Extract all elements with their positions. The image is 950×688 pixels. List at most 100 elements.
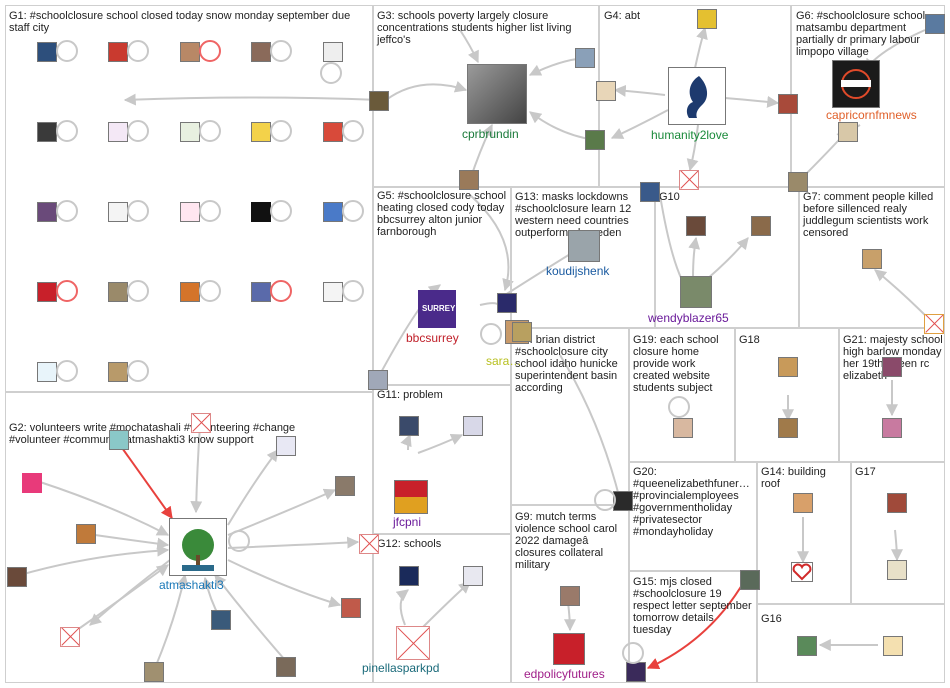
node-avatar[interactable] <box>276 436 296 456</box>
node-placeholder[interactable] <box>679 170 699 190</box>
node-avatar[interactable] <box>585 130 605 150</box>
node-avatar[interactable] <box>399 566 419 586</box>
node-avatar[interactable] <box>596 81 616 101</box>
node-avatar[interactable] <box>560 586 580 606</box>
node-avatar[interactable] <box>323 202 343 222</box>
group-label-g21: G21: majesty school high barlow monday h… <box>843 334 943 382</box>
node-avatar[interactable] <box>108 362 128 382</box>
self-loop <box>127 360 149 382</box>
node-avatar[interactable] <box>778 418 798 438</box>
node-avatar-wendyblazer65[interactable] <box>680 276 712 308</box>
node-avatar[interactable] <box>251 42 271 62</box>
node-avatar-koudijshenk[interactable] <box>568 230 600 262</box>
node-avatar[interactable] <box>251 282 271 302</box>
node-avatar[interactable] <box>838 122 858 142</box>
node-avatar[interactable] <box>751 216 771 236</box>
node-avatar[interactable] <box>778 94 798 114</box>
node-avatar[interactable] <box>108 42 128 62</box>
node-avatar[interactable] <box>323 42 343 62</box>
node-avatar[interactable] <box>673 418 693 438</box>
node-placeholder[interactable] <box>359 534 379 554</box>
node-avatar[interactable] <box>887 560 907 580</box>
node-avatar[interactable] <box>341 598 361 618</box>
node-placeholder[interactable] <box>191 413 211 433</box>
node-avatar[interactable] <box>37 122 57 142</box>
node-avatar-capricornfmnews[interactable] <box>832 60 880 108</box>
node-avatar[interactable] <box>180 202 200 222</box>
node-avatar[interactable] <box>882 418 902 438</box>
node-avatar[interactable] <box>686 216 706 236</box>
node-avatar[interactable] <box>512 322 532 342</box>
node-avatar[interactable] <box>369 91 389 111</box>
self-loop <box>270 280 292 302</box>
node-placeholder[interactable] <box>60 627 80 647</box>
node-avatar[interactable] <box>335 476 355 496</box>
node-avatar[interactable] <box>37 362 57 382</box>
node-avatar[interactable] <box>37 282 57 302</box>
node-avatar[interactable] <box>211 610 231 630</box>
node-avatar-bbcsurrey[interactable]: SURREY <box>418 290 456 328</box>
node-avatar[interactable] <box>180 282 200 302</box>
node-avatar[interactable] <box>575 48 595 68</box>
node-avatar[interactable] <box>399 416 419 436</box>
node-avatar[interactable] <box>180 122 200 142</box>
node-avatar[interactable] <box>109 430 129 450</box>
heart-icon <box>792 563 812 581</box>
node-avatar[interactable] <box>626 662 646 682</box>
node-avatar[interactable] <box>7 567 27 587</box>
node-avatar[interactable] <box>887 493 907 513</box>
node-avatar[interactable] <box>323 282 343 302</box>
group-label-g20: G20: #queenelizabethfuner… #provincialem… <box>633 466 750 538</box>
node-avatar-edpolicyfutures[interactable] <box>553 633 585 665</box>
node-avatar[interactable] <box>640 182 660 202</box>
node-placeholder-pinellasparkpd[interactable] <box>396 626 430 660</box>
node-avatar[interactable] <box>882 357 902 377</box>
node-avatar[interactable] <box>144 662 164 682</box>
node-avatar-humanity2love[interactable] <box>668 67 726 125</box>
self-loop <box>668 396 690 418</box>
node-avatar[interactable] <box>740 570 760 590</box>
node-avatar-atmashakti3[interactable] <box>169 518 227 576</box>
node-avatar[interactable] <box>459 170 479 190</box>
group-label-g11: G11: problem <box>377 389 443 401</box>
node-label-sara: sara… <box>486 354 522 368</box>
node-label-humanity2love: humanity2love <box>651 128 729 142</box>
node-avatar[interactable] <box>76 524 96 544</box>
node-avatar-cprbrundin[interactable] <box>467 64 527 124</box>
node-avatar[interactable] <box>697 9 717 29</box>
node-avatar[interactable] <box>497 293 517 313</box>
node-avatar[interactable] <box>797 636 817 656</box>
node-avatar[interactable] <box>37 202 57 222</box>
node-avatar[interactable] <box>778 357 798 377</box>
node-avatar[interactable] <box>788 172 808 192</box>
node-placeholder[interactable] <box>924 314 944 334</box>
self-loop <box>320 62 342 84</box>
node-avatar[interactable] <box>251 202 271 222</box>
node-avatar[interactable] <box>108 202 128 222</box>
node-avatar[interactable] <box>793 493 813 513</box>
node-avatar[interactable] <box>368 370 388 390</box>
self-loop <box>228 530 250 552</box>
node-avatar[interactable] <box>276 657 296 677</box>
node-avatar[interactable] <box>613 491 633 511</box>
node-avatar[interactable] <box>323 122 343 142</box>
self-loop <box>342 120 364 142</box>
node-avatar[interactable] <box>22 473 42 493</box>
node-avatar[interactable] <box>108 122 128 142</box>
node-avatar[interactable] <box>108 282 128 302</box>
node-avatar[interactable] <box>862 249 882 269</box>
node-avatar[interactable] <box>463 416 483 436</box>
group-box-g20 <box>629 462 757 571</box>
node-avatar[interactable] <box>180 42 200 62</box>
node-avatar[interactable] <box>791 562 813 582</box>
node-avatar-jfcpni[interactable] <box>394 480 428 514</box>
node-avatar[interactable] <box>251 122 271 142</box>
node-avatar[interactable] <box>883 636 903 656</box>
node-avatar[interactable] <box>37 42 57 62</box>
node-label-atmashakti3: atmashakti3 <box>159 578 224 592</box>
node-avatar[interactable] <box>463 566 483 586</box>
node-label-koudijshenk: koudijshenk <box>546 264 610 278</box>
group-box-g14 <box>757 462 851 604</box>
node-avatar[interactable] <box>925 14 945 34</box>
self-loop <box>594 489 616 511</box>
